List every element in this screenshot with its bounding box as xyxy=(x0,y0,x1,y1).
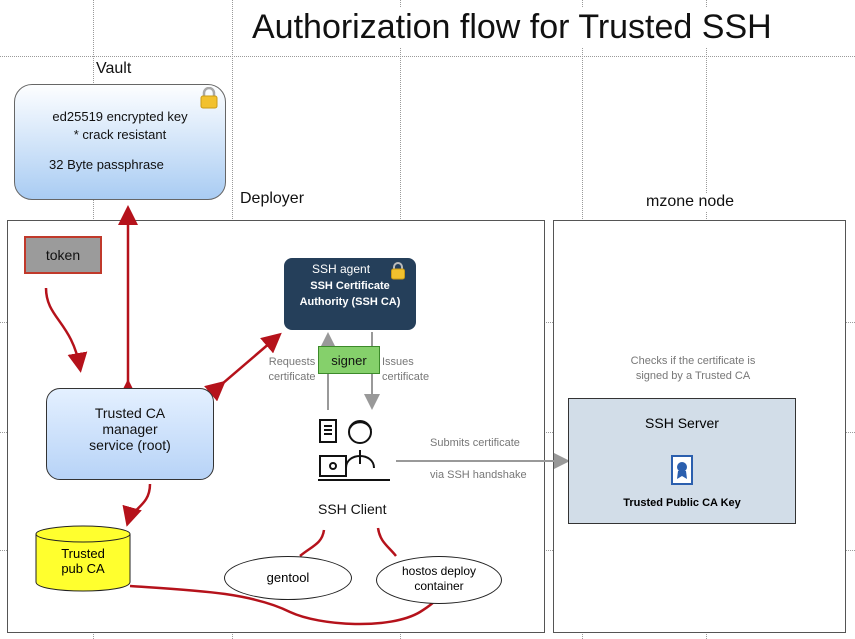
hostos-line-1: hostos deploy xyxy=(401,564,477,578)
vault-line-1: ed25519 encrypted key xyxy=(52,109,188,124)
checks-line-1: Checks if the certificate is xyxy=(630,355,756,367)
ssh-agent-title: SSH agent xyxy=(312,262,371,276)
trusted-pub-ca-label: Trusted pub CA xyxy=(34,546,132,576)
deployer-heading: Deployer xyxy=(240,190,305,208)
vault-box: ed25519 encrypted key * crack resistant … xyxy=(14,84,226,200)
ssh-client-label: SSH Client xyxy=(318,501,387,517)
tca-line-2: manager xyxy=(102,421,158,437)
lock-icon xyxy=(200,87,218,109)
diagram-title: Authorization flow for Trusted SSH xyxy=(252,8,772,47)
requests-label: Requests certificate xyxy=(262,355,322,385)
pubca-line-1: Trusted xyxy=(61,546,105,561)
issues-label: Issues certificate xyxy=(382,355,429,385)
tca-line-1: Trusted CA xyxy=(94,405,166,421)
requests-line-2: certificate xyxy=(268,371,316,383)
grid-line xyxy=(0,56,855,57)
token-box: token xyxy=(24,236,102,274)
vault-line-2: * crack resistant xyxy=(73,127,167,142)
hostos-ellipse: hostos deploy container xyxy=(376,556,502,604)
pubca-line-2: pub CA xyxy=(61,561,105,576)
ssh-server-box: SSH Server Trusted Public CA Key xyxy=(568,398,796,524)
ssh-agent-line-1: SSH Certificate xyxy=(310,280,390,292)
trusted-ca-manager-box: Trusted CA manager service (root) xyxy=(46,388,214,480)
ssh-agent-box: SSH agent SSH Certificate Authority (SSH… xyxy=(284,258,416,330)
trusted-public-ca-key-label: Trusted Public CA Key xyxy=(623,497,741,509)
submits-line-1: Submits certificate xyxy=(430,437,520,449)
requests-line-1: Requests xyxy=(268,356,316,368)
lock-icon xyxy=(391,262,405,280)
ssh-server-title: SSH Server xyxy=(645,415,719,431)
issues-line-1: Issues xyxy=(382,356,414,368)
hostos-line-2: container xyxy=(414,579,464,593)
vault-line-3: 32 Byte passphrase xyxy=(49,157,164,172)
ssh-agent-line-2: Authority (SSH CA) xyxy=(299,296,401,308)
gentool-ellipse: gentool xyxy=(224,556,352,600)
signer-box: signer xyxy=(318,346,380,374)
vault-heading: Vault xyxy=(96,60,132,78)
issues-line-2: certificate xyxy=(382,371,430,383)
person-computer-icon xyxy=(318,419,390,481)
checks-label: Checks if the certificate is signed by a… xyxy=(608,354,778,384)
mzone-heading: mzone node xyxy=(646,193,735,211)
tca-line-3: service (root) xyxy=(89,437,171,453)
hostos-label: hostos deploy container xyxy=(377,564,501,594)
checks-line-2: signed by a Trusted CA xyxy=(635,370,751,382)
certificate-icon xyxy=(671,455,693,485)
gentool-label: gentool xyxy=(266,570,310,585)
submits-line-2: via SSH handshake xyxy=(430,469,527,481)
database-cylinder-icon xyxy=(35,525,131,592)
